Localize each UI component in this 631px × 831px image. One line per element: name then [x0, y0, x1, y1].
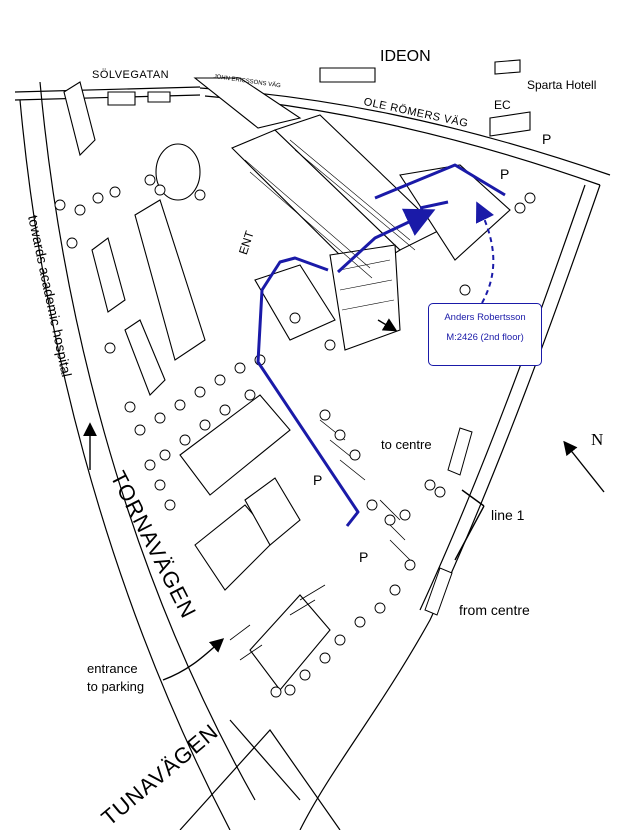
office-callout: Anders Robertsson M:2426 (2nd floor) — [428, 303, 542, 366]
buildings — [63, 59, 531, 691]
direction-label-to-parking: to parking — [87, 679, 145, 694]
callout-person-name: Anders Robertsson — [444, 312, 526, 323]
direction-label-entrance: entrance — [87, 661, 138, 676]
parking-marker: P — [359, 549, 369, 565]
callout-leader — [475, 201, 495, 304]
place-label-ideon: IDEON — [380, 48, 431, 65]
parking-marker: P — [542, 131, 552, 147]
callout-room: M:2426 (2nd floor) — [446, 332, 524, 343]
parking-marker: P — [313, 472, 323, 488]
compass-north-label: N — [591, 430, 604, 449]
direction-label-from-centre: from centre — [459, 602, 530, 618]
buses — [424, 427, 473, 616]
direction-label-line: line 1 — [491, 507, 525, 523]
direction-label-to-centre: to centre — [381, 437, 432, 452]
trees — [54, 174, 536, 698]
road-label-solvegatan: SÖLVEGATAN — [92, 69, 170, 81]
place-label-ec: EC — [494, 98, 511, 112]
place-label-sparta-hotel: Sparta Hotell — [527, 78, 597, 92]
walking-route — [256, 163, 506, 527]
parking-marker: P — [500, 166, 510, 182]
pointer-arrows — [83, 318, 605, 681]
